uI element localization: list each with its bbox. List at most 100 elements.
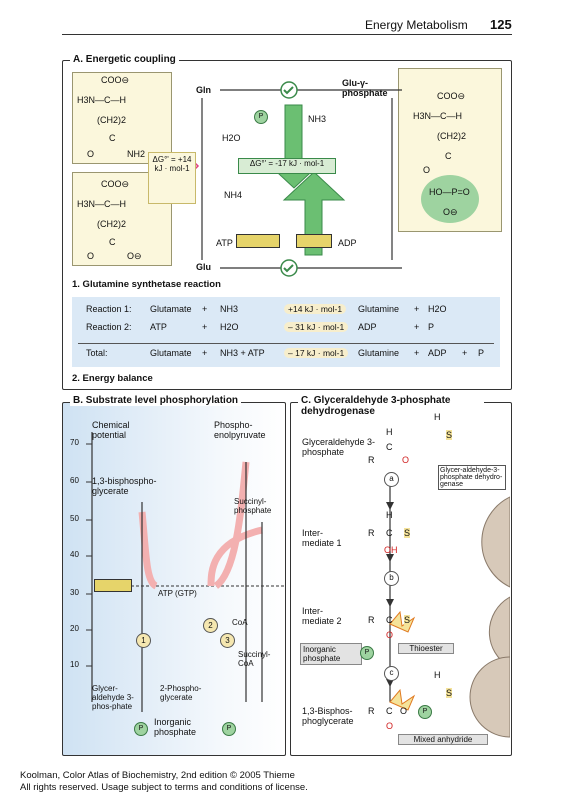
atom-s-2: S	[404, 528, 411, 538]
table-cell-energy: – 17 kJ · mol-1	[284, 348, 349, 358]
panel-a	[62, 60, 512, 390]
table-cell-op2: +	[414, 348, 420, 358]
table-cell-energy: +14 kJ · mol-1	[284, 304, 347, 314]
table-cell-b: NH3	[220, 304, 239, 314]
y-tick-label: 40	[70, 550, 79, 559]
bpg-c-label: 1,3-Bisphos-phoglycerate	[302, 706, 354, 726]
atom-o-4: O	[400, 706, 408, 716]
pep-label: Phospho-enolpyruvate	[214, 420, 266, 440]
y-tick-label: 70	[70, 438, 79, 447]
table-cell-op1: +	[202, 348, 208, 358]
table-cell-b: H2O	[220, 322, 239, 332]
panel-c-title: C. Glyceraldehyde 3-phosphate dehydrogen…	[298, 395, 484, 417]
glutamine-structure-box: COO⊖ H3N—C—H (CH2)2 C O NH2	[72, 72, 172, 164]
step-3-marker: 3	[220, 633, 235, 648]
panel-c-diagram	[386, 474, 510, 738]
adp-label: ADP	[338, 238, 357, 248]
atom-h-2: H	[386, 510, 393, 520]
thioester-label: Thioester	[398, 643, 454, 654]
table-cell-e: P	[478, 348, 485, 358]
atom-h-sulfur-bottom: H	[434, 670, 441, 680]
table-cell-op2: +	[414, 304, 420, 314]
table-cell-d: ADP	[428, 348, 447, 358]
y-tick-label: 60	[70, 476, 79, 485]
succinyl-coa-label: Succinyl-CoA	[238, 650, 271, 668]
panel-a-subtitle-1: 1. Glutamine synthetase reaction	[72, 279, 221, 290]
intermediate-2-label: Inter-mediate 2	[302, 606, 342, 626]
step-c-marker: c	[384, 666, 399, 681]
dg-left-box: ΔG°' = +14 kJ · mol-1	[148, 152, 196, 204]
bpg-label: 1,3-bisphospho-glycerate	[92, 476, 157, 496]
table-cell-d: H2O	[428, 304, 447, 314]
table-cell-c: ADP	[358, 322, 377, 332]
panel-b-title: B. Substrate level phosphorylation	[70, 395, 242, 406]
atom-o-3: O	[386, 630, 394, 640]
table-cell-op2: +	[414, 322, 420, 332]
header-rule	[62, 34, 512, 35]
table-cell-op3: +	[462, 348, 468, 358]
atom-c-4: C	[386, 706, 393, 716]
dg-center-box: ΔG°' = -17 kJ · mol-1	[238, 158, 336, 174]
footer-line-2: All rights reserved. Usage subject to te…	[20, 782, 308, 793]
header-title: Energy Metabolism	[365, 18, 468, 32]
table-cell-a: ATP	[150, 322, 167, 332]
intermediate-1-label: Inter-mediate 1	[302, 528, 342, 548]
panel-a-title: A. Energetic coupling	[70, 54, 179, 65]
nh4-label: NH4	[224, 190, 243, 200]
step-1-marker: 1	[136, 633, 151, 648]
table-rule	[78, 343, 494, 344]
glu-label: Glu	[196, 262, 211, 272]
enzyme-label: Glycer-aldehyde-3-phosphate dehydro-gena…	[438, 465, 506, 490]
table-cell-a: Glutamate	[150, 348, 192, 358]
table-cell-label: Reaction 2:	[86, 322, 132, 332]
nh3-label: NH3	[308, 114, 327, 124]
glu-phosphate-label: Glu-γ-phosphate	[342, 78, 388, 98]
atom-s-top: S	[446, 430, 453, 440]
adp-icon	[296, 234, 332, 248]
atp-icon	[236, 234, 280, 248]
y-tick-label: 50	[70, 514, 79, 523]
phosphate-circle-b2: P	[222, 722, 236, 736]
h2o-label: H2O	[222, 133, 241, 143]
table-cell-op1: +	[202, 322, 208, 332]
atom-o-5: O	[386, 721, 394, 731]
footer-line-1: Koolman, Color Atlas of Biochemistry, 2n…	[20, 770, 295, 781]
table-cell-op1: +	[202, 304, 208, 314]
mixed-anhydride-label: Mixed anhydride	[398, 734, 488, 745]
gln-label: Gln	[196, 85, 211, 95]
step-b-marker: b	[384, 571, 399, 586]
atp-label: ATP	[216, 238, 233, 248]
panel-b-diagram	[86, 432, 286, 712]
phosphate-circle-b1: P	[134, 722, 148, 736]
coa-label: CoA	[232, 618, 248, 627]
atom-r-1: R	[368, 455, 375, 465]
y-tick-label: 30	[70, 588, 79, 597]
atp-gtp-icon	[94, 579, 132, 592]
atom-c-1: C	[386, 442, 393, 452]
phosphate-circle: P	[254, 110, 268, 124]
atom-oh: OH	[384, 545, 398, 555]
chemical-potential-label: Chemical potential	[92, 420, 130, 440]
atom-c-2: C	[386, 528, 393, 538]
succinyl-phosphate-label: Succinyl-phosphate	[234, 497, 272, 515]
atp-gtp-label: ATP (GTP)	[158, 589, 197, 598]
page-number: 125	[490, 17, 512, 32]
phosphate-highlight	[421, 175, 479, 223]
step-a-marker: a	[384, 472, 399, 487]
atom-h-sulfur-top: H	[434, 412, 441, 422]
atom-c-3: C	[386, 615, 393, 625]
coupling-diagram	[191, 81, 402, 277]
glu-phosphate-structure-box: COO⊖ H3N—C—H (CH2)2 C O HO—P=O O⊖	[398, 68, 502, 232]
phosphate-circle-c2: P	[418, 705, 432, 719]
inorganic-phosphate-label: Inorganic phosphate	[154, 717, 197, 737]
atom-s-3: S	[404, 615, 411, 625]
y-tick-label: 20	[70, 624, 79, 633]
table-cell-c: Glutamine	[358, 348, 400, 358]
table-cell-label: Reaction 1:	[86, 304, 132, 314]
table-cell-d: P	[428, 322, 435, 332]
atom-s-bottom: S	[446, 688, 453, 698]
panel-a-subtitle-2: 2. Energy balance	[72, 373, 153, 384]
atom-o-1: O	[402, 455, 410, 465]
glutamate-structure-box: COO⊖ H3N—C—H (CH2)2 C O O⊖	[72, 172, 172, 266]
table-cell-energy: – 31 kJ · mol-1	[284, 322, 349, 332]
